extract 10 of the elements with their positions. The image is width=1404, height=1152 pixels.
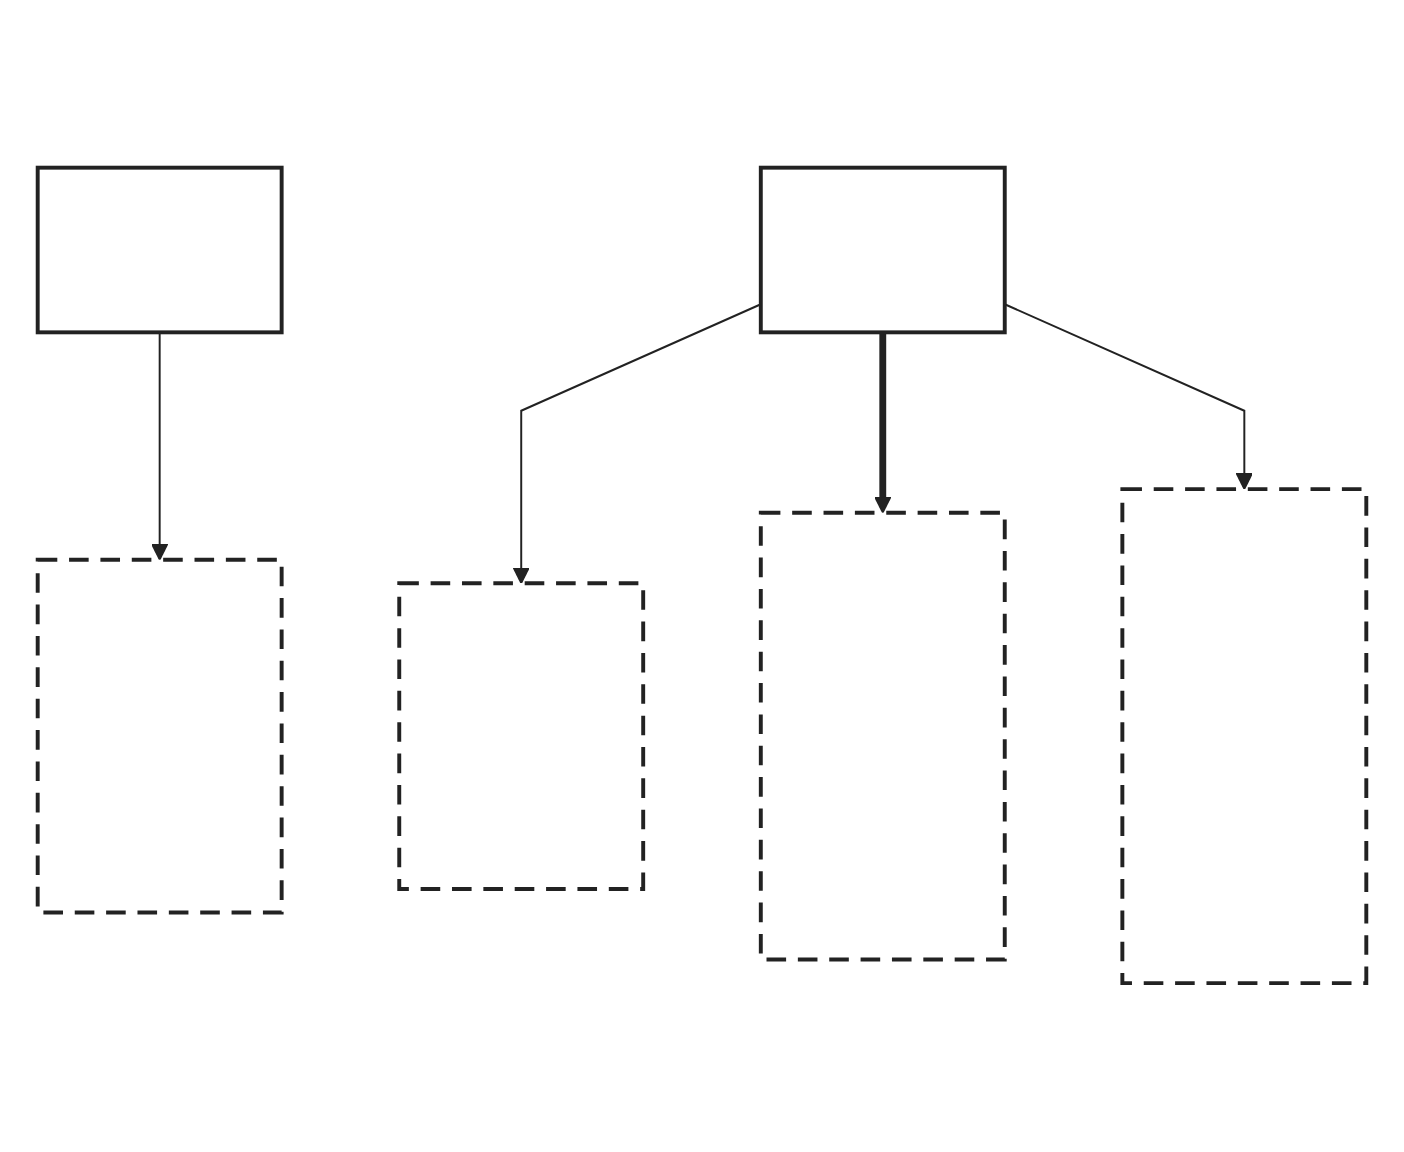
node-box xyxy=(1120,487,1369,986)
arrow xyxy=(874,332,892,515)
node-box xyxy=(758,166,1007,335)
node-box xyxy=(35,166,284,335)
node-box xyxy=(397,581,646,892)
arrow xyxy=(1003,303,1253,491)
arrow xyxy=(151,331,169,562)
node-box xyxy=(35,558,284,916)
arrow xyxy=(512,303,762,585)
node-box xyxy=(758,511,1007,963)
